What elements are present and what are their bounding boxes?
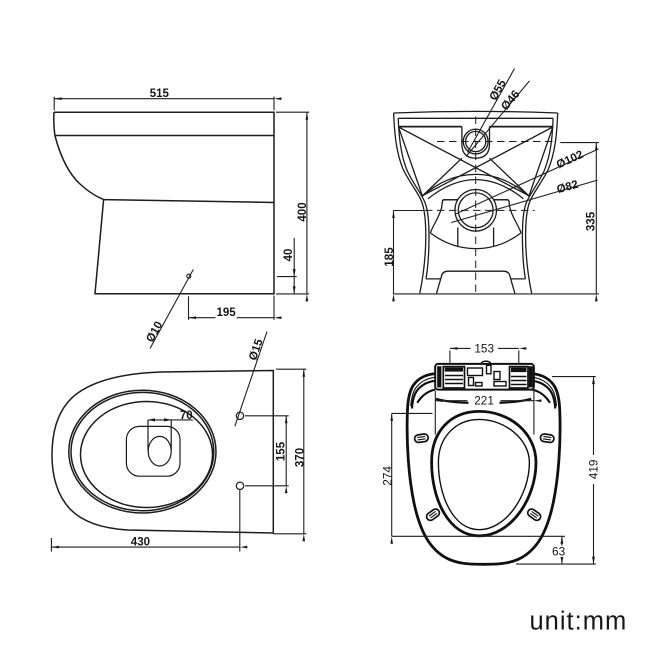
svg-text:unit:mm: unit:mm xyxy=(530,608,628,636)
svg-text:155: 155 xyxy=(276,441,288,461)
svg-text:70: 70 xyxy=(180,410,193,422)
svg-text:Ø102: Ø102 xyxy=(555,149,586,172)
svg-text:63: 63 xyxy=(552,544,566,558)
svg-text:419: 419 xyxy=(586,460,600,480)
svg-text:153: 153 xyxy=(474,341,494,355)
svg-text:430: 430 xyxy=(131,536,150,548)
svg-text:274: 274 xyxy=(381,466,395,486)
svg-text:515: 515 xyxy=(150,88,170,100)
svg-text:370: 370 xyxy=(295,448,307,467)
svg-text:221: 221 xyxy=(474,394,494,408)
svg-text:400: 400 xyxy=(297,202,309,221)
svg-text:Ø10: Ø10 xyxy=(144,320,165,345)
svg-text:Ø82: Ø82 xyxy=(556,179,580,197)
svg-text:195: 195 xyxy=(217,307,237,319)
svg-text:185: 185 xyxy=(384,247,396,267)
svg-text:Ø15: Ø15 xyxy=(247,337,266,362)
svg-text:40: 40 xyxy=(283,249,295,262)
svg-text:335: 335 xyxy=(586,211,598,231)
